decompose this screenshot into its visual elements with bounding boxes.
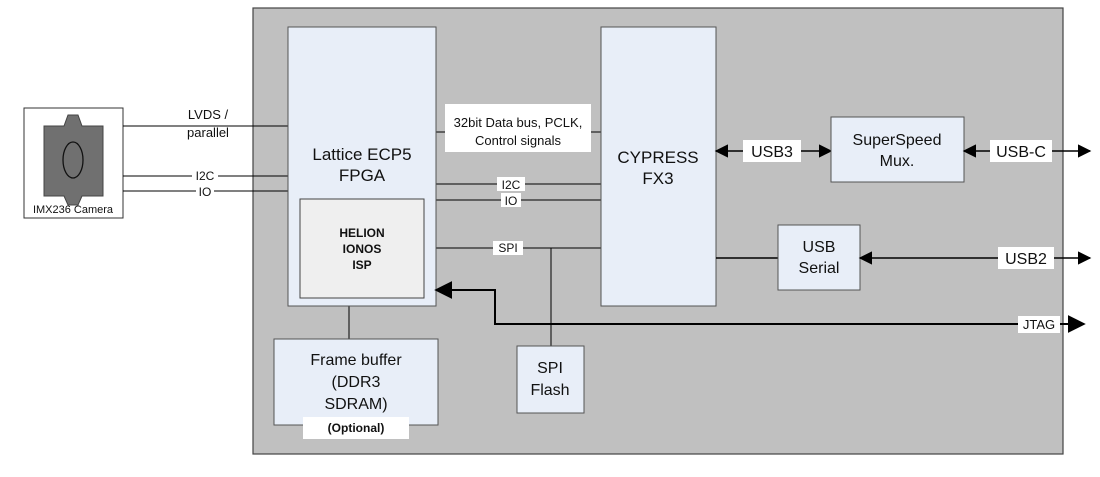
databus-label-line1: 32bit Data bus, PCLK, bbox=[454, 115, 583, 130]
framebuffer-optional-note: (Optional) bbox=[328, 421, 385, 435]
fx3-label-line1: CYPRESS bbox=[617, 148, 698, 167]
fx3-i2c-label: I2C bbox=[502, 178, 521, 192]
isp-label-line3: ISP bbox=[352, 258, 371, 272]
framebuffer-label-line3: SDRAM) bbox=[324, 396, 387, 413]
camera-io-label: IO bbox=[199, 185, 212, 199]
camera-block: IMX236 Camera bbox=[23, 107, 124, 219]
spi-label: SPI bbox=[498, 241, 517, 255]
isp-label-line2: IONOS bbox=[343, 242, 382, 256]
lvds-label-line2: parallel bbox=[187, 125, 229, 140]
camera-lens-icon bbox=[62, 141, 84, 179]
fx3-block: CYPRESS FX3 bbox=[600, 26, 717, 307]
camera-label: IMX236 Camera bbox=[33, 204, 114, 216]
isp-label-line1: HELION bbox=[339, 226, 384, 240]
isp-block: HELION IONOS ISP bbox=[299, 198, 425, 299]
usb3-label: USB3 bbox=[751, 144, 793, 161]
camera-i2c-label: I2C bbox=[196, 169, 215, 183]
jtag-link bbox=[434, 281, 1086, 333]
databus-label-line2: Control signals bbox=[475, 133, 561, 148]
jtag-label: JTAG bbox=[1023, 317, 1055, 332]
fx3-io-label: IO bbox=[505, 194, 518, 208]
fpga-label-line1: Lattice ECP5 bbox=[312, 145, 411, 164]
framebuffer-label-line2: (DDR3 bbox=[332, 374, 381, 391]
spi-flash-block: SPI Flash bbox=[516, 345, 585, 414]
framebuffer-block: Frame buffer (DDR3 SDRAM) (Optional) bbox=[273, 338, 439, 439]
mux-label-line1: SuperSpeed bbox=[853, 132, 942, 149]
usb-serial-block: USB Serial bbox=[777, 224, 861, 291]
mux-block: SuperSpeed Mux. bbox=[830, 116, 965, 183]
framebuffer-label-line1: Frame buffer bbox=[310, 352, 402, 369]
usb-serial-label-line1: USB bbox=[803, 239, 836, 256]
usb-serial-label-line2: Serial bbox=[799, 260, 840, 277]
usb2-label: USB2 bbox=[1005, 251, 1047, 268]
mux-label-line2: Mux. bbox=[880, 153, 915, 170]
spi-flash-label-line2: Flash bbox=[530, 382, 569, 399]
databus-label-box bbox=[445, 104, 591, 152]
usbc-label: USB-C bbox=[996, 144, 1046, 161]
fx3-label-line2: FX3 bbox=[642, 169, 673, 188]
fpga-label-line2: FPGA bbox=[339, 166, 386, 185]
spi-flash-label-line1: SPI bbox=[537, 360, 563, 377]
lvds-label-line1: LVDS / bbox=[188, 107, 229, 122]
